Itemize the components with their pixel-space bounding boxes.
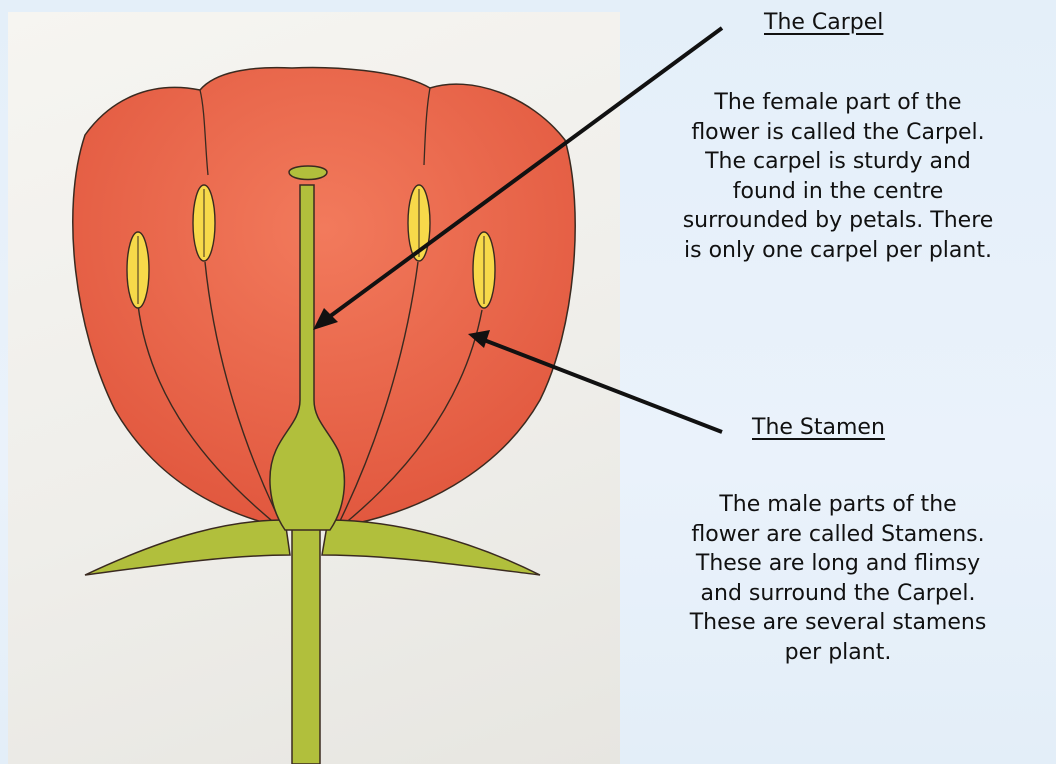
carpel-line: found in the centre — [620, 177, 1056, 207]
stamen-heading: The Stamen — [752, 415, 885, 440]
stamen-line: flower are called Stamens. — [620, 520, 1056, 550]
carpel-description: The female part of the flower is called … — [620, 88, 1056, 265]
carpel-line: is only one carpel per plant. — [620, 236, 1056, 266]
stamen-line: These are several stamens — [620, 608, 1056, 638]
carpel-line: flower is called the Carpel. — [620, 118, 1056, 148]
sepal-left — [85, 520, 290, 575]
carpel-line: The female part of the — [620, 88, 1056, 118]
stamen-description: The male parts of the flower are called … — [620, 490, 1056, 667]
stamen-line: These are long and flimsy — [620, 549, 1056, 579]
stamen-line: per plant. — [620, 638, 1056, 668]
stamen-line: The male parts of the — [620, 490, 1056, 520]
carpel-line: The carpel is sturdy and — [620, 147, 1056, 177]
carpel-heading: The Carpel — [764, 10, 883, 35]
stamen-line: and surround the Carpel. — [620, 579, 1056, 609]
carpel-stigma — [289, 166, 327, 180]
carpel-line: surrounded by petals. There — [620, 206, 1056, 236]
flower-stem — [292, 520, 320, 764]
sepal-right — [322, 520, 540, 575]
